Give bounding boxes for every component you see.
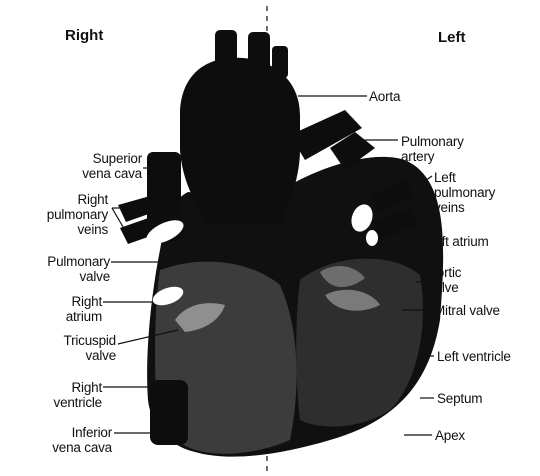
- label-line: Inferior: [52, 425, 112, 440]
- label-right-atrium: Right atrium: [66, 294, 102, 324]
- label-line: Pulmonary: [401, 134, 464, 149]
- label-line: Left: [434, 170, 495, 185]
- label-left-pulmonary-veins: Left pulmonary veins: [434, 170, 495, 215]
- label-inferior-vena-cava: Inferior vena cava: [52, 425, 112, 455]
- label-aortic-valve: Aortic valve: [428, 265, 461, 295]
- label-line: ventricle: [54, 395, 102, 410]
- left-ventricle-shape: [296, 259, 423, 427]
- aorta-branch-1: [215, 30, 237, 70]
- aorta-branch-3: [272, 46, 288, 78]
- label-line: valve: [428, 280, 461, 295]
- left-side-title: Left: [438, 29, 466, 46]
- label-line: pulmonary: [47, 207, 108, 222]
- label-line: artery: [401, 149, 464, 164]
- label-line: veins: [47, 222, 108, 237]
- label-septum: Septum: [437, 391, 482, 406]
- label-superior-vena-cava: Superior vena cava: [82, 151, 142, 181]
- label-line: vena cava: [82, 166, 142, 181]
- label-line: valve: [47, 269, 110, 284]
- label-right-ventricle: Right ventricle: [54, 380, 102, 410]
- label-line: veins: [434, 200, 495, 215]
- label-tricuspid-valve: Tricuspid valve: [64, 333, 116, 363]
- label-line: vena cava: [52, 440, 112, 455]
- label-aorta: Aorta: [369, 89, 400, 104]
- inferior-vena-cava-vessel: [150, 380, 188, 445]
- aorta-branch-2: [248, 32, 270, 74]
- label-mitral-valve: Mitral valve: [434, 303, 500, 318]
- aorta-vessel: [180, 58, 300, 225]
- label-line: Superior: [82, 151, 142, 166]
- label-line: Right: [47, 192, 108, 207]
- label-left-ventricle: Left ventricle: [437, 349, 511, 364]
- label-right-pulmonary-veins: Right pulmonary veins: [47, 192, 108, 237]
- label-line: Tricuspid: [64, 333, 116, 348]
- right-side-title: Right: [65, 27, 103, 44]
- label-line: valve: [64, 348, 116, 363]
- label-line: Right: [54, 380, 102, 395]
- label-left-atrium: Left atrium: [427, 234, 489, 249]
- label-pulmonary-artery: Pulmonary artery: [401, 134, 464, 164]
- label-apex: Apex: [435, 428, 465, 443]
- label-line: Pulmonary: [47, 254, 110, 269]
- label-line: Aortic: [428, 265, 461, 280]
- label-line: pulmonary: [434, 185, 495, 200]
- label-line: atrium: [66, 309, 102, 324]
- label-line: Right: [66, 294, 102, 309]
- label-pulmonary-valve: Pulmonary valve: [47, 254, 110, 284]
- left-vein-opening-2: [366, 230, 378, 246]
